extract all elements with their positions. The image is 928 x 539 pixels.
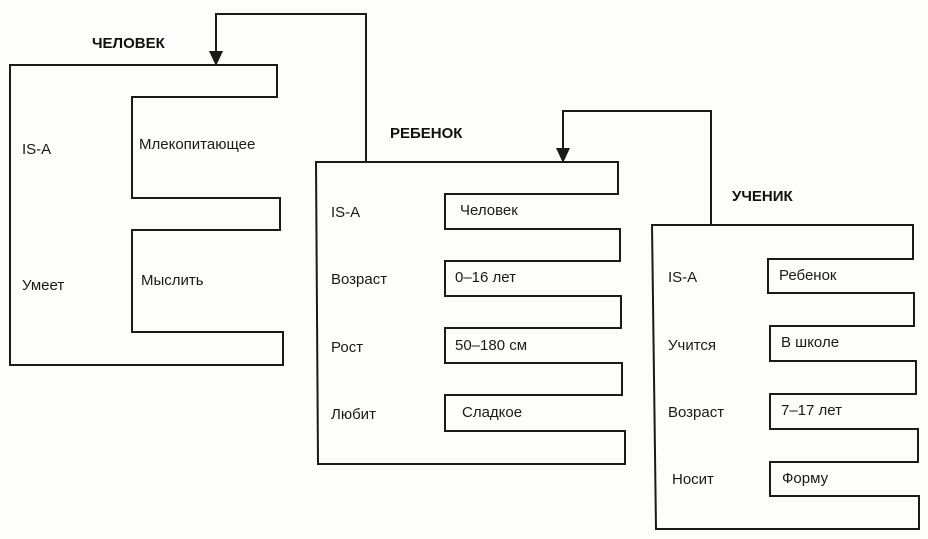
link-uchenik-to-rebenok [562,110,712,225]
slot-value: Ребенок [779,267,837,284]
slot-value: Млекопитающее [139,136,256,153]
slot-value: Человек [460,202,518,219]
slot-name: Умеет [22,277,65,294]
slot-value: Форму [782,470,829,487]
link-rebenok-to-chelovek [215,13,367,162]
arrow-head-chelovek [209,51,223,66]
slot-name: IS-A [668,269,698,286]
slot-value: Мыслить [141,272,204,289]
slot-name: Рост [331,339,364,356]
slot-name: Учится [668,337,717,354]
slot-value: 7–17 лет [781,402,843,419]
slot-name: Возраст [668,404,725,421]
frame-rebenok-outline [314,161,626,465]
frame-title-uchenik: УЧЕНИК [732,188,793,205]
arrow-head-rebenok [556,148,570,163]
slot-name: IS-A [331,204,361,221]
slot-value: 0–16 лет [455,269,517,286]
slot-name: Возраст [331,271,388,288]
slot-name: IS-A [22,141,52,158]
frame-uchenik-outline [650,224,920,530]
slot-value: Сладкое [462,404,523,421]
slot-value: В школе [781,334,840,351]
slot-name: Носит [672,471,714,488]
frame-title-chelovek: ЧЕЛОВЕК [92,35,165,52]
slot-name: Любит [331,406,376,423]
slot-value: 50–180 см [455,337,528,354]
frame-title-rebenok: РЕБЕНОК [390,125,463,142]
frame-chelovek-outline [9,64,284,366]
